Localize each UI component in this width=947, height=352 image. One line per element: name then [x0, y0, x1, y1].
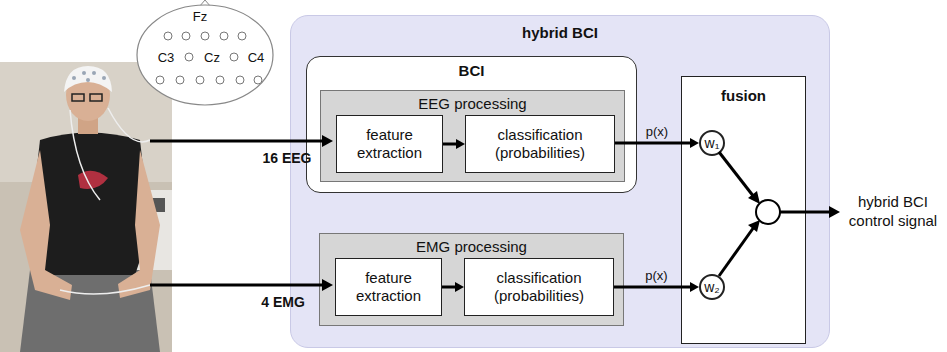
system-panel: hybrid BCI BCI EEG processing feature extra… [290, 15, 830, 348]
process-box: classification (probabilities) [464, 258, 614, 316]
process-box: feature extraction [336, 115, 443, 173]
weight-circle: w₂ [699, 274, 725, 300]
module-group: BCI EEG processing feature extraction class… [306, 56, 637, 193]
signal-label: 4 EMG [261, 294, 305, 310]
electrode-name: Fz [193, 9, 207, 24]
box-label: w₂ [704, 279, 720, 296]
box-label: w₁ [705, 135, 720, 152]
box-label: classification (probabilities) [468, 269, 610, 305]
process-box: classification (probabilities) [465, 115, 615, 173]
flow-arrow [442, 282, 464, 292]
process-box: feature extraction [335, 258, 442, 316]
fusion-sum [719, 152, 840, 276]
electrode-map [137, 0, 273, 105]
box-label: classification (probabilities) [469, 126, 611, 162]
edge-label: p(x) [646, 124, 668, 139]
group-title: hybrid BCI [291, 16, 829, 42]
electrode-name: C4 [248, 50, 265, 65]
flow-arrow [443, 139, 465, 149]
group-title: EEG processing [321, 91, 624, 113]
box-label: feature extraction [339, 269, 438, 305]
box-label: feature extraction [340, 126, 439, 162]
flow-arrow [614, 282, 699, 292]
edge-label: p(x) [645, 268, 667, 283]
electrode-name: C3 [158, 50, 175, 65]
flow-arrow [615, 138, 699, 148]
input-arrows [150, 135, 333, 291]
subject-photo [0, 62, 172, 352]
weight-circle: w₁ [699, 130, 725, 156]
group-title: EMG processing [320, 234, 623, 256]
processing-group: EEG processing feature extraction classifi… [320, 90, 625, 182]
output-label: hybrid BCI control signal [845, 193, 941, 231]
processing-group: EMG processing feature extraction classifi… [319, 233, 624, 326]
group-title: BCI [307, 57, 636, 80]
group-title: fusion [682, 77, 805, 105]
electrode-name: Cz [204, 50, 220, 65]
fusion-box: fusion w₁ w₂ [681, 76, 806, 344]
signal-label: 16 EEG [262, 150, 311, 166]
